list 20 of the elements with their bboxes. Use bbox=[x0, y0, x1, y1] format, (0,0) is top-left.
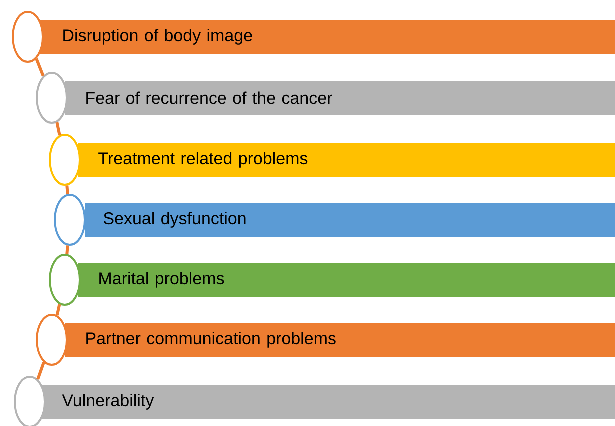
category-bar: Treatment related problems bbox=[78, 143, 615, 177]
connector-line bbox=[36, 362, 46, 380]
connector-line bbox=[56, 304, 62, 316]
ring-marker bbox=[14, 376, 46, 426]
category-bar: Vulnerability bbox=[40, 385, 615, 419]
connector-line bbox=[35, 58, 45, 77]
category-bar: Fear of recurrence of the cancer bbox=[65, 81, 615, 115]
ring-marker bbox=[36, 72, 68, 124]
connector-line bbox=[66, 186, 70, 194]
ring-marker bbox=[36, 314, 68, 366]
ring-marker bbox=[54, 194, 86, 246]
ring-marker bbox=[12, 11, 44, 63]
category-bar: Sexual dysfunction bbox=[85, 203, 615, 237]
connector-line bbox=[56, 122, 62, 136]
ring-marker bbox=[49, 254, 81, 306]
ring-marker bbox=[49, 134, 81, 186]
connector-line bbox=[66, 246, 70, 254]
category-bar: Disruption of body image bbox=[40, 20, 615, 54]
category-bar: Marital problems bbox=[78, 263, 615, 297]
category-bar: Partner communication problems bbox=[65, 323, 615, 357]
